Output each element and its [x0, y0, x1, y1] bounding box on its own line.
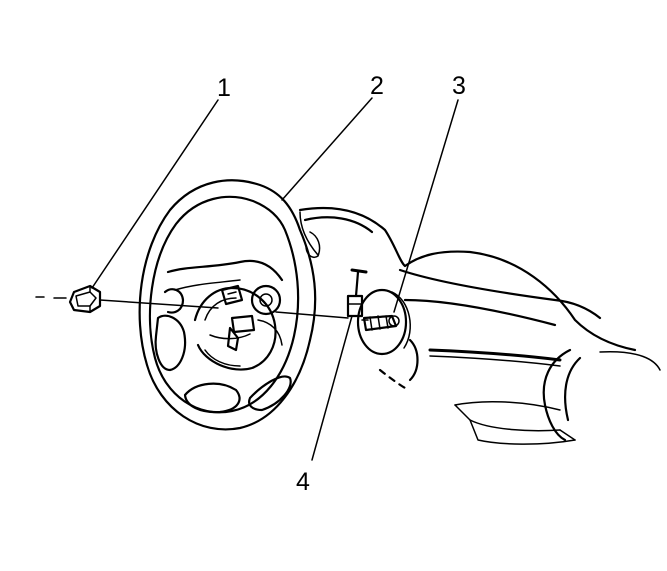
leader-line-1	[91, 99, 219, 289]
steering-shaft	[362, 314, 400, 332]
leader-line-2	[281, 97, 373, 201]
callout-2: 2	[370, 72, 384, 100]
leader-line-4	[311, 315, 353, 461]
wheel-bracket	[346, 268, 368, 318]
callout-3: 3	[452, 72, 466, 100]
steering-wheel-nut	[68, 284, 102, 314]
steering-wheel	[138, 179, 317, 431]
callout-1: 1	[217, 74, 231, 102]
leader-line-3	[393, 99, 459, 313]
assembly-centerline	[35, 296, 369, 321]
callout-4: 4	[296, 468, 310, 496]
instrument-panel	[298, 206, 661, 445]
